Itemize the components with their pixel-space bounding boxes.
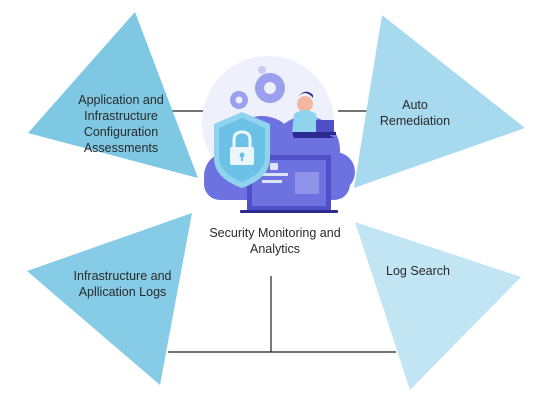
node-label-app-infra-assessments: Application and Infrastructure Configura… [78, 93, 164, 155]
security-illustration [202, 56, 355, 213]
triangle-top-left [28, 12, 198, 178]
small-gear-icon [258, 66, 266, 74]
shield-lock-icon [214, 112, 270, 188]
node-label-auto-remediation: Auto Remediation [379, 98, 451, 128]
triangle-bottom-left [27, 213, 192, 385]
center-title: Security Monitoring and Analytics [209, 226, 341, 256]
triangle-bottom-right [355, 222, 521, 390]
person-icon [292, 91, 336, 138]
triangle-top-right [354, 15, 525, 188]
node-label-infra-app-logs: Infrastructure and Apllication Logs [73, 269, 172, 299]
gear-icon [230, 73, 285, 109]
laptop-icon [240, 155, 338, 213]
node-label-log-search: Log Search [386, 264, 450, 278]
